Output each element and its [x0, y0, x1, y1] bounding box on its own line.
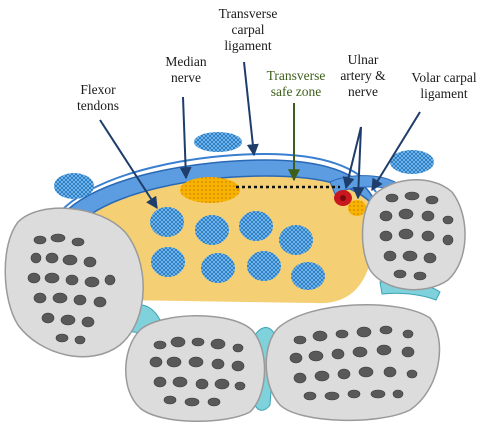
bone-bottom-right: [266, 305, 439, 421]
tendon-oval: [390, 150, 434, 174]
label-ulnar-artery-nerve: Ulnar artery & nerve: [330, 52, 396, 100]
label-transverse-carpal-ligament: Transverse carpal ligament: [208, 6, 288, 54]
tendon-oval: [54, 173, 94, 199]
label-median-nerve: Median nerve: [150, 54, 222, 86]
tendon-oval: [194, 132, 242, 152]
arrow-transverse-carpal-ligament: [244, 62, 254, 155]
ulnar-nerve: [348, 200, 366, 216]
median-nerve: [180, 177, 240, 203]
label-flexor-tendons: Flexor tendons: [58, 82, 138, 114]
label-volar-carpal-ligament: Volar carpal ligament: [400, 70, 488, 102]
label-transverse-safe-zone: Transverse safe zone: [256, 68, 336, 100]
